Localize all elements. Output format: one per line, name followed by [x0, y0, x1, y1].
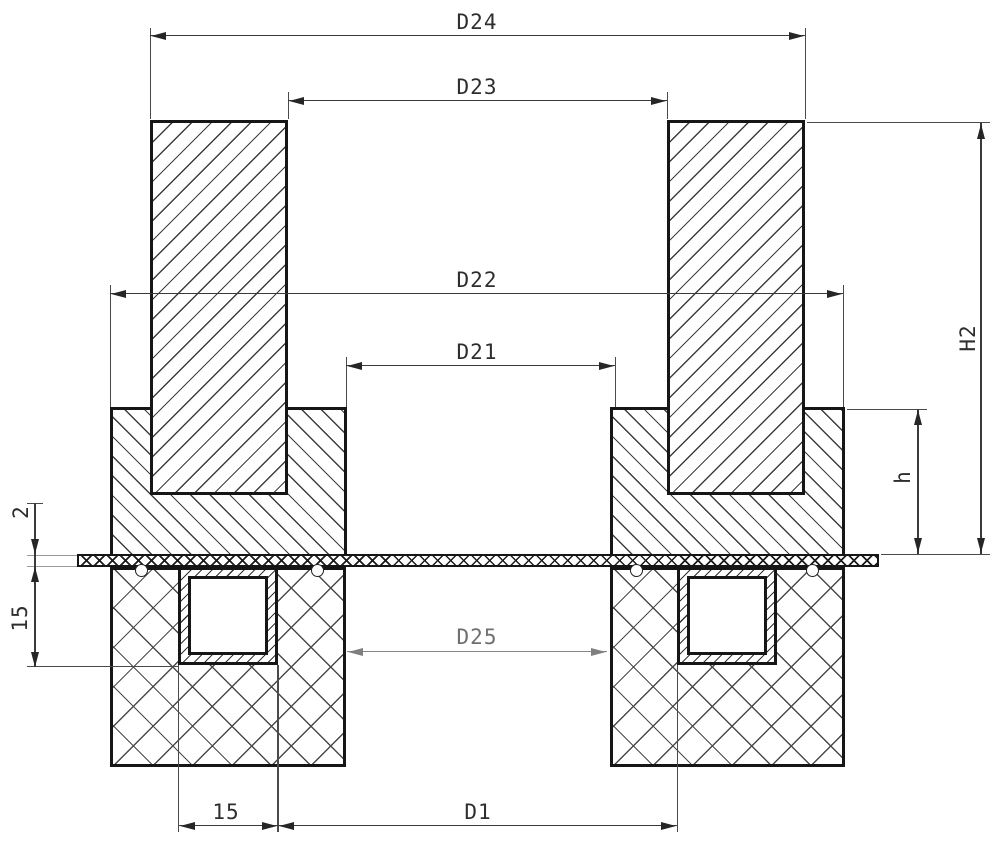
- dim-d23-line: [288, 99, 667, 101]
- dim-h-line: [917, 409, 919, 554]
- dim-d21-line: [346, 364, 615, 366]
- screen-wire-circle: [135, 564, 148, 577]
- extension-line: [345, 357, 347, 407]
- dim-arrow: [31, 539, 39, 554]
- dim-d21-label: D21: [456, 340, 498, 364]
- extension-line: [804, 28, 806, 119]
- extension-line: [666, 92, 668, 119]
- extension-line: [287, 92, 289, 119]
- dim-arrow: [651, 96, 666, 105]
- dim-arrow: [348, 647, 363, 656]
- dim-d24-line: [150, 34, 805, 36]
- extension-line: [676, 665, 678, 832]
- dim-insert-depth-label: 15: [8, 604, 32, 632]
- dim-d24-label: D24: [456, 10, 498, 34]
- dim-arrow: [591, 647, 606, 656]
- dim-d1-label: D1: [464, 800, 492, 824]
- dim-arrow: [111, 289, 126, 298]
- punch-left-section: [150, 120, 288, 495]
- insert-cavity-left: [188, 576, 268, 655]
- dim-arrow: [914, 410, 922, 425]
- screen-wire-circle: [806, 564, 819, 577]
- extension-line: [150, 28, 152, 119]
- dim-arrow: [262, 821, 277, 830]
- dim-insert-width-label: 15: [212, 800, 240, 824]
- dim-d25-label: D25: [456, 625, 498, 649]
- dim-d23-label: D23: [456, 75, 498, 99]
- dim-h2-label: H2: [956, 324, 980, 352]
- mesh-screen-strip: [77, 554, 879, 567]
- punch-right-section: [667, 120, 805, 495]
- extension-line: [178, 665, 180, 832]
- dim-arrow: [279, 821, 294, 830]
- extension-line: [27, 666, 178, 668]
- screen-wire-circle: [630, 564, 643, 577]
- extension-line: [842, 285, 844, 407]
- screen-wire-circle: [311, 564, 324, 577]
- dim-arrow: [977, 538, 985, 553]
- dim-insert-width-line: [179, 824, 278, 826]
- dim-arrow: [914, 538, 922, 553]
- dim-d25-line: [347, 650, 607, 652]
- dim-h-label: h: [891, 470, 915, 484]
- dim-strip-line: [34, 503, 36, 667]
- dim-arrow: [31, 652, 39, 667]
- dim-strip-thickness-label: 2: [9, 505, 33, 519]
- dim-arrow: [661, 821, 676, 830]
- dim-arrow: [789, 31, 804, 40]
- extension-line: [27, 554, 77, 556]
- dim-arrow: [827, 289, 842, 298]
- extension-line: [807, 121, 990, 123]
- dim-h2-line: [980, 123, 982, 554]
- dim-arrow: [289, 96, 304, 105]
- dim-arrow: [347, 361, 362, 370]
- dim-arrow: [180, 821, 195, 830]
- extension-line: [881, 553, 990, 555]
- dim-arrow: [31, 567, 39, 582]
- extension-line: [27, 565, 77, 567]
- dim-arrow: [151, 31, 166, 40]
- extension-line: [614, 357, 616, 407]
- dim-arrow: [977, 124, 985, 139]
- extension-line: [847, 408, 927, 410]
- dim-arrow: [599, 361, 614, 370]
- dim-d1-line: [278, 824, 677, 826]
- dim-d22-line: [110, 292, 843, 294]
- dim-d22-label: D22: [456, 268, 498, 292]
- extension-line: [109, 285, 111, 407]
- extension-line: [277, 665, 279, 832]
- insert-cavity-right: [687, 576, 767, 655]
